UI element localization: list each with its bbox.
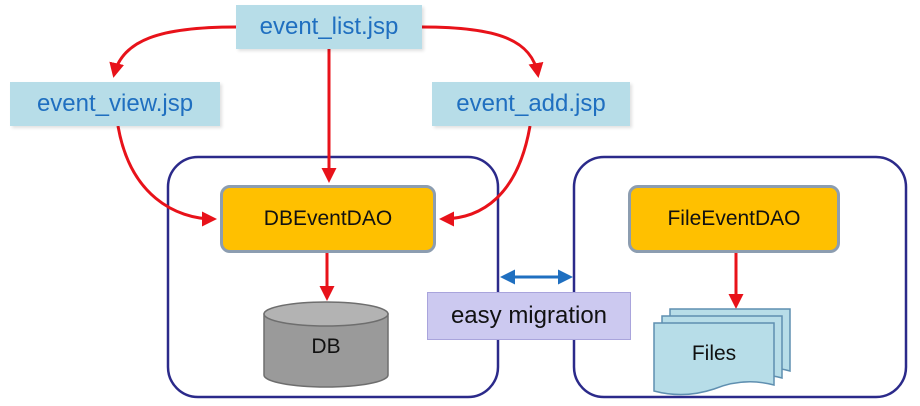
arrow-list-to-add — [421, 25, 544, 78]
arrow-view-to-dbdao — [116, 125, 217, 227]
event-list-page: event_list.jsp — [236, 5, 422, 49]
arrow-add-to-dbdao — [439, 125, 532, 227]
easy-migration-label: easy migration — [427, 292, 631, 340]
db-cylinder — [263, 301, 389, 388]
files-label: Files — [691, 342, 737, 365]
db-event-dao: DBEventDAO — [220, 185, 436, 253]
db-dao-container — [166, 155, 500, 399]
event-add-page: event_add.jsp — [432, 82, 630, 126]
file-event-dao: FileEventDAO — [628, 185, 840, 253]
easy-migration-text: easy migration — [450, 302, 608, 329]
file-event-dao-label: FileEventDAO — [667, 207, 801, 230]
db-event-dao-label: DBEventDAO — [263, 207, 393, 230]
files-stack — [653, 308, 791, 396]
file-dao-container — [572, 155, 908, 399]
event-view-page-label: event_view.jsp — [36, 90, 194, 117]
db-label: DB — [311, 335, 341, 358]
event-view-page: event_view.jsp — [10, 82, 220, 126]
arrow-list-to-view — [109, 25, 237, 78]
event-add-page-label: event_add.jsp — [456, 90, 606, 117]
event-list-page-label: event_list.jsp — [259, 13, 399, 40]
